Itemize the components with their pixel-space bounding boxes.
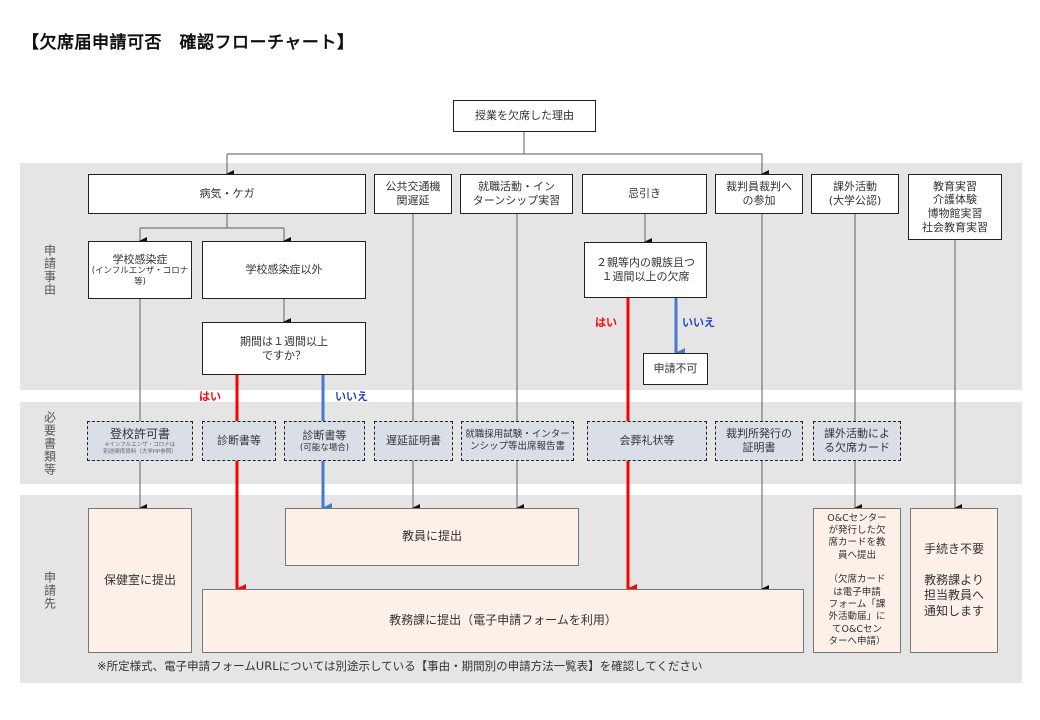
doc-court-certificate: 裁判所発行の 証明書: [715, 421, 803, 461]
doc-delay-certificate-label: 遅延証明書: [386, 434, 441, 448]
reason-bereavement: 忌引き: [582, 174, 707, 214]
reason-practicum: 教育実習 介護体験 博物館実習 社会教育実習: [908, 174, 1002, 240]
question-duration: 期間は１週間以上 ですか？: [202, 322, 366, 375]
dest-teacher: 教員に提出: [285, 508, 579, 566]
root-box: 授業を欠席した理由: [453, 100, 596, 132]
dest-oc-center: O&Cセンター が発行した欠 席カードを教 員へ提出 （欠席カード は電子申請 …: [813, 508, 901, 653]
yes-label-bereavement: はい: [595, 316, 617, 329]
yes-label-duration: はい: [199, 390, 221, 403]
no-label-bereavement: いいえ: [682, 316, 715, 329]
dest-no-procedure: 手続き不要 教務課より 担当教員へ 通知します: [910, 508, 998, 653]
doc-activity-card-label: 課外活動によ る欠席カード: [824, 427, 890, 454]
reason-practicum-label: 教育実習 介護体験 博物館実習 社会教育実習: [922, 179, 988, 234]
reason-jury-label: 裁判員裁判へ の参加: [726, 180, 792, 207]
doc-job-report: 就職採用試験・インター ンシップ等出席報告書: [461, 421, 574, 461]
doc-delay-certificate: 遅延証明書: [374, 421, 453, 461]
footnote: ※所定様式、電子申請フォームURLについては別途示している【事由・期間別の申請方…: [97, 659, 703, 673]
branch-non-infectious: 学校感染症以外: [202, 241, 366, 299]
band-label-destination: 申請先: [42, 570, 57, 610]
question-bereavement: ２親等内の親族且つ １週間以上の欠席: [584, 242, 707, 298]
branch-infectious-label: 学校感染症: [112, 252, 168, 266]
not-allowed-label: 申請不可: [653, 362, 698, 376]
question-duration-label: 期間は１週間以上 ですか？: [240, 334, 328, 362]
dest-health-room: 保健室に提出: [88, 508, 192, 653]
doc-school-permit-note: ※インフルエンザ・コロナは 別途関係資料（大学HP参照）: [103, 441, 177, 455]
not-allowed-box: 申請不可: [643, 353, 708, 385]
root-label: 授業を欠席した理由: [475, 109, 574, 123]
dest-oc-center-label: O&Cセンター が発行した欠 席カードを教 員へ提出 （欠席カード は電子申請 …: [827, 512, 887, 648]
doc-job-report-label: 就職採用試験・インター ンシップ等出席報告書: [465, 429, 570, 452]
reason-extracurricular-label: 課外活動 (大学公認): [828, 180, 882, 207]
dest-academic-affairs: 教務課に提出（電子申請フォームを利用）: [202, 589, 804, 653]
doc-school-permit-label: 登校許可書: [109, 426, 170, 441]
doc-funeral-letter-label: 会葬礼状等: [619, 434, 675, 448]
band-label-documents: 必要書類等: [42, 410, 57, 476]
doc-medical-certificate: 診断書等: [202, 421, 276, 461]
branch-infectious: 学校感染症 (インフルエンザ・コロナ 等): [88, 241, 192, 299]
dest-no-procedure-label: 手続き不要 教務課より 担当教員へ 通知します: [923, 541, 984, 618]
branch-non-infectious-label: 学校感染症以外: [245, 263, 323, 277]
doc-medical-certificate-optional: 診断書等 (可能な場合): [284, 421, 365, 461]
reason-illness-label: 病気・ケガ: [199, 187, 255, 201]
dest-teacher-label: 教員に提出: [401, 529, 462, 544]
doc-medical-certificate-label: 診断書等: [217, 434, 261, 448]
dest-academic-affairs-label: 教務課に提出（電子申請フォームを利用）: [389, 613, 617, 628]
doc-medical-optional-note: (可能な場合): [299, 442, 350, 453]
doc-funeral-letter: 会葬礼状等: [587, 421, 707, 461]
doc-activity-card: 課外活動によ る欠席カード: [813, 421, 901, 461]
reason-job: 就職活動・イン ターンシップ実習: [460, 174, 573, 214]
dest-health-room-label: 保健室に提出: [103, 572, 176, 587]
doc-medical-optional-label: 診断書等: [302, 428, 347, 442]
band-label-reason: 申請事由: [42, 244, 57, 296]
doc-court-certificate-label: 裁判所発行の 証明書: [726, 427, 792, 454]
doc-school-permit: 登校許可書 ※インフルエンザ・コロナは 別途関係資料（大学HP参照）: [87, 421, 193, 461]
no-label-duration: いいえ: [335, 390, 368, 403]
reason-job-label: 就職活動・イン ターンシップ実習: [472, 180, 561, 207]
reason-transport: 公共交通機 関遅延: [374, 174, 452, 214]
reason-extracurricular: 課外活動 (大学公認): [811, 174, 899, 214]
reason-bereavement-label: 忌引き: [628, 187, 661, 201]
reason-illness: 病気・ケガ: [88, 174, 366, 214]
page-title: 【欠席届申請可否 確認フローチャート】: [22, 33, 355, 53]
reason-transport-label: 公共交通機 関遅延: [385, 180, 441, 207]
reason-jury: 裁判員裁判へ の参加: [715, 174, 803, 214]
question-bereavement-label: ２親等内の親族且つ １週間以上の欠席: [596, 256, 695, 283]
branch-infectious-note: (インフルエンザ・コロナ 等): [91, 266, 189, 287]
